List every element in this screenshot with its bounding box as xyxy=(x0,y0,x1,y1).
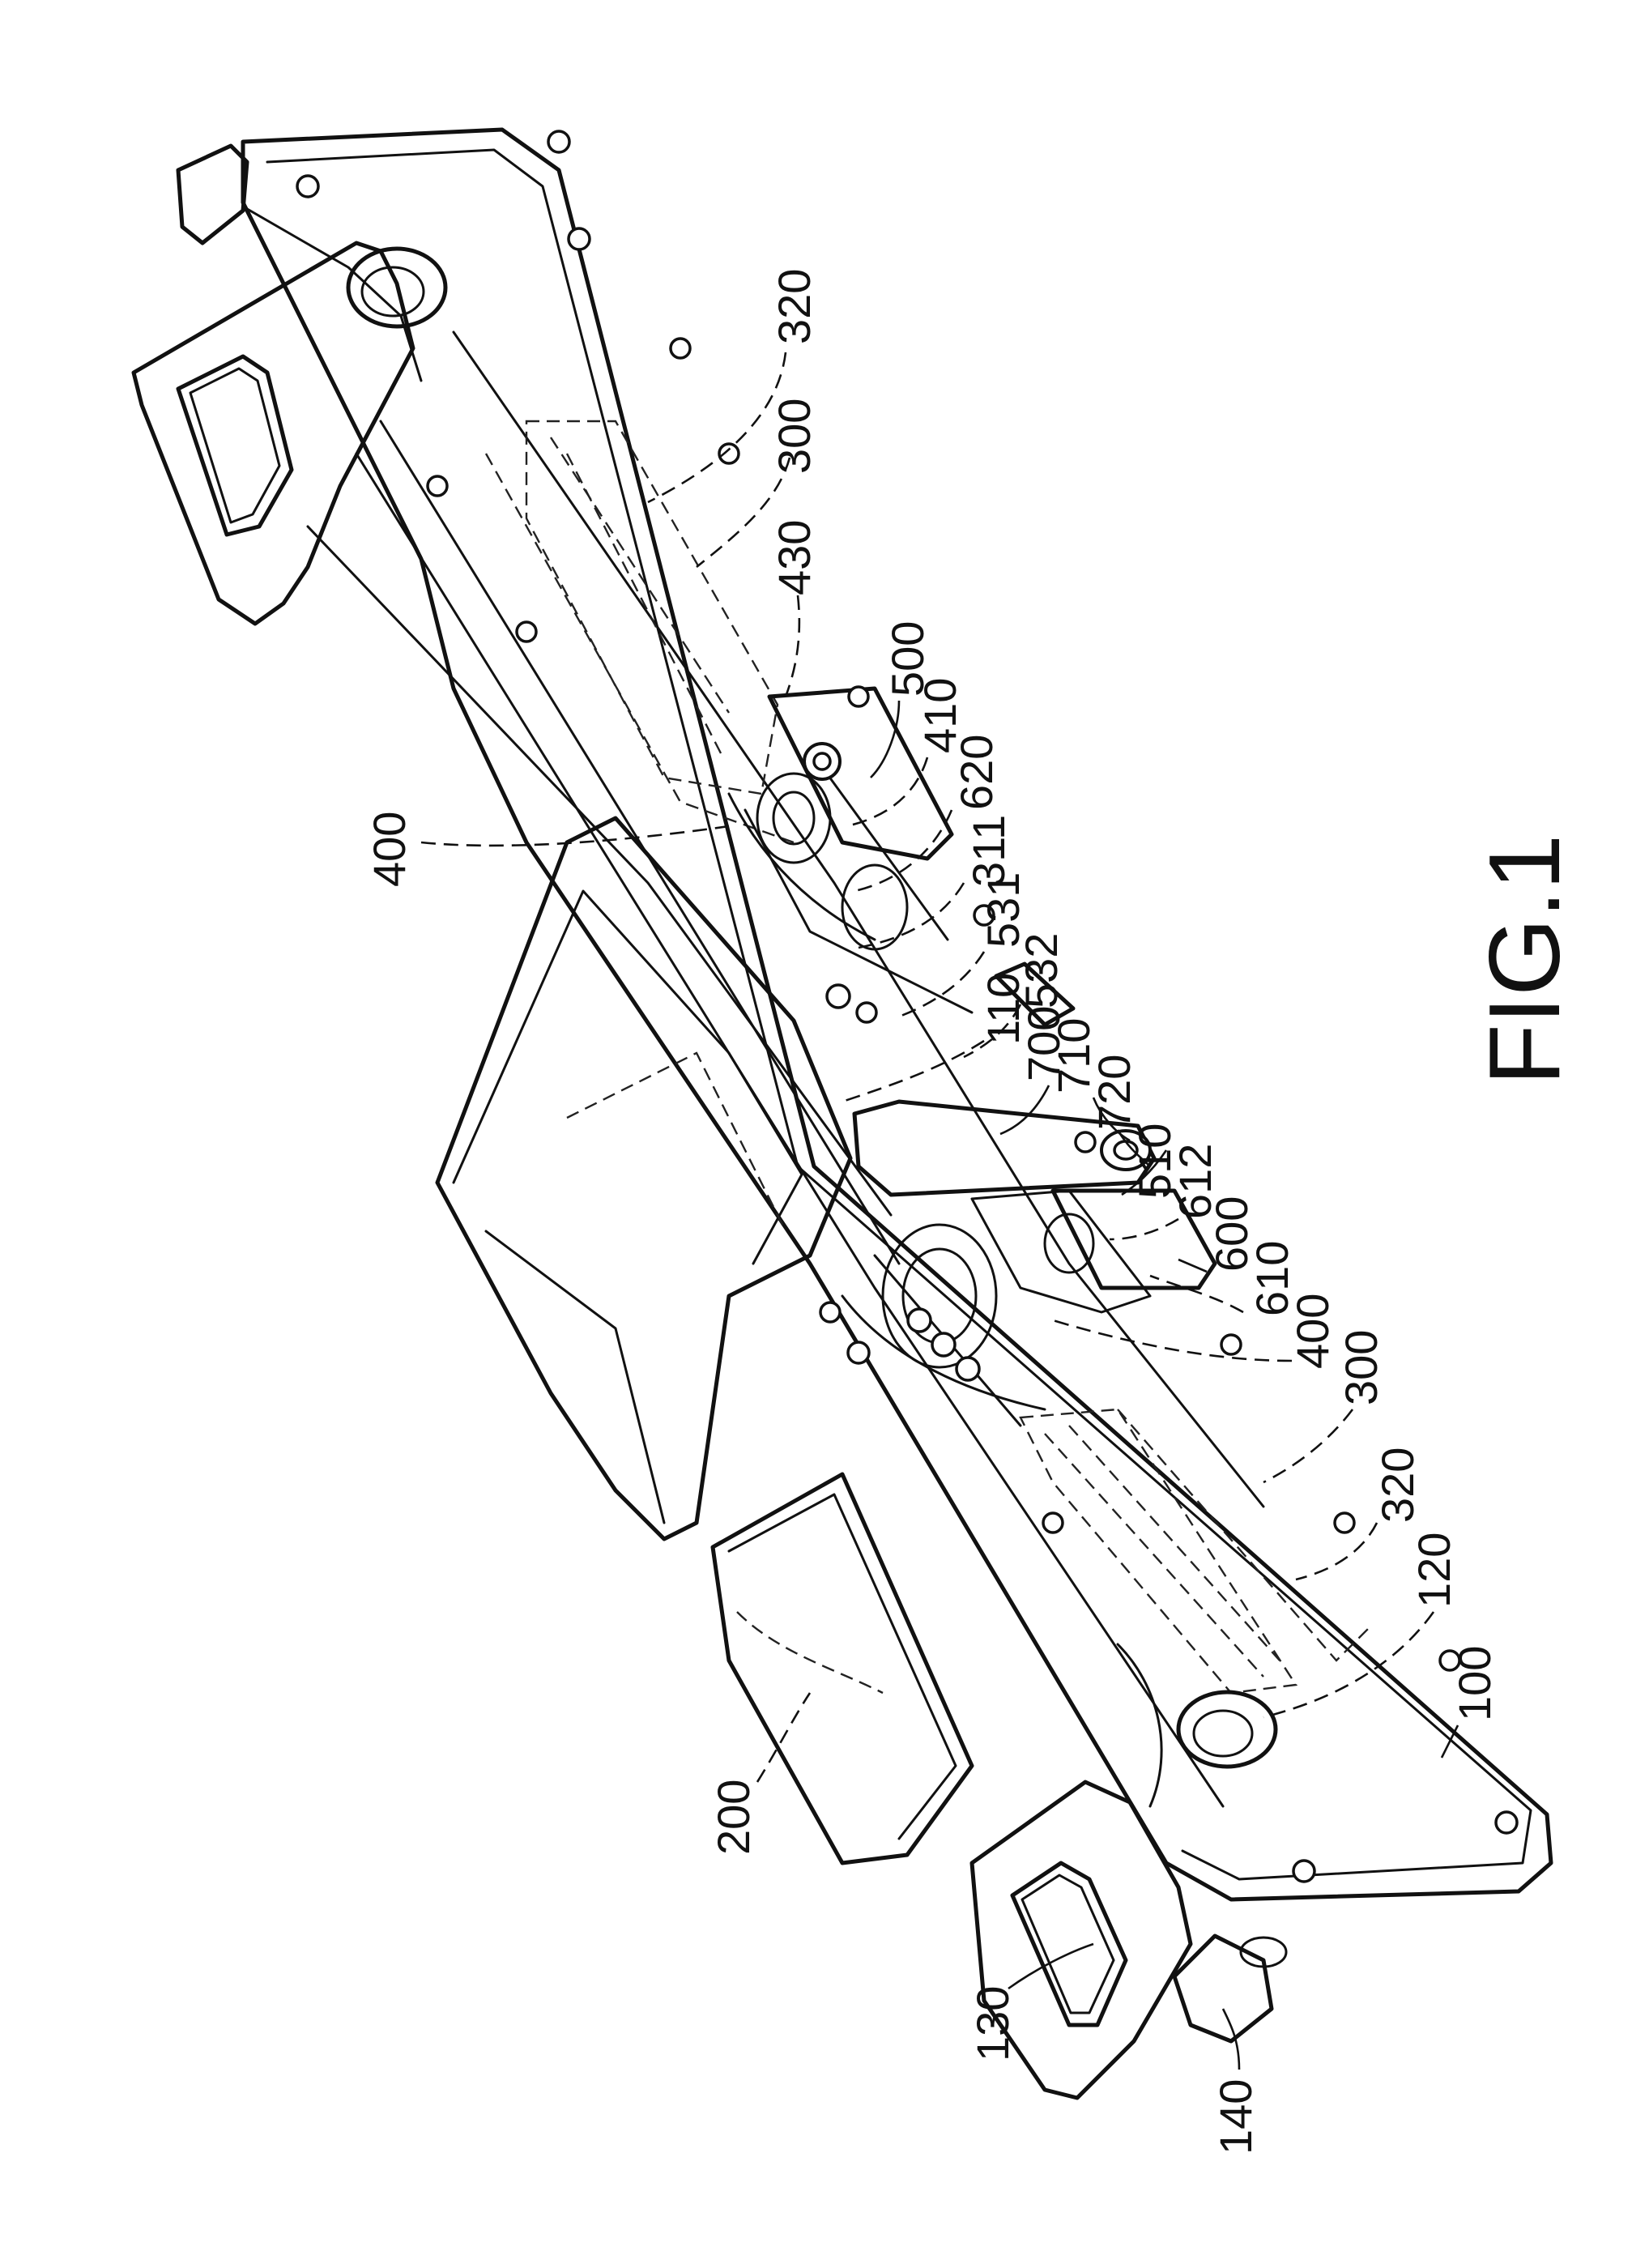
leader-311 xyxy=(859,883,964,948)
base-housing-inner-edge xyxy=(267,150,1531,1879)
leader-612 xyxy=(1110,1219,1178,1239)
label-720: 720 xyxy=(1089,1055,1140,1130)
leader-430 xyxy=(786,595,799,697)
body-long-edge-2 xyxy=(454,332,1263,1507)
label-320-top: 320 xyxy=(769,269,820,344)
center-cover-step xyxy=(486,1231,664,1523)
label-400-bottom: 400 xyxy=(1287,1294,1338,1369)
base-top-rail-2 xyxy=(381,421,899,1264)
label-300-bottom: 300 xyxy=(1336,1330,1387,1405)
bottom-shaft-arc xyxy=(1118,1644,1161,1806)
hidden-lines-bottom xyxy=(1021,1409,1369,1693)
reference-numerals: 320 300 430 500 410 620 400 311 531 532 … xyxy=(364,269,1500,2155)
figure-label: FIG.1 xyxy=(1469,834,1581,1085)
device-assembly xyxy=(134,130,1551,2098)
leader-300-bottom xyxy=(1263,1409,1353,1482)
bottom-latch xyxy=(1174,1936,1272,2041)
label-200: 200 xyxy=(708,1780,759,1855)
center-cover-dashed xyxy=(567,1053,786,1231)
leader-700 xyxy=(1000,1085,1049,1134)
side-block-200-dashed-arc xyxy=(737,1612,883,1693)
label-430: 430 xyxy=(769,520,820,595)
bottom-handle-cutout xyxy=(1012,1863,1126,2025)
label-130: 130 xyxy=(967,1986,1018,2061)
label-400-top: 400 xyxy=(364,812,415,887)
top-latch xyxy=(178,146,247,243)
leader-610 xyxy=(1150,1276,1243,1312)
label-300-top: 300 xyxy=(769,399,820,474)
leader-400-bottom xyxy=(1053,1320,1292,1361)
bracket-500-pivot-inner xyxy=(814,753,830,770)
top-handle-outline xyxy=(134,243,413,624)
leader-400-top xyxy=(421,826,729,846)
top-handle-inner xyxy=(190,369,279,522)
label-320-bottom: 320 xyxy=(1372,1447,1423,1523)
center-cover-fold xyxy=(454,891,802,1264)
lower-gear-mechanism xyxy=(820,1191,1150,1426)
label-140: 140 xyxy=(1210,2079,1261,2155)
leader-320-bottom xyxy=(1296,1523,1377,1580)
side-block-200-inner xyxy=(729,1494,956,1839)
leader-320-top xyxy=(648,352,786,502)
leader-200 xyxy=(757,1693,810,1782)
label-620: 620 xyxy=(951,735,1002,810)
center-cover xyxy=(437,818,850,1539)
bottom-shaft-bore-inner xyxy=(1194,1711,1252,1756)
label-120: 120 xyxy=(1408,1533,1459,1608)
leader-500 xyxy=(871,701,899,778)
label-100: 100 xyxy=(1449,1646,1500,1721)
leader-600 xyxy=(1178,1260,1207,1272)
